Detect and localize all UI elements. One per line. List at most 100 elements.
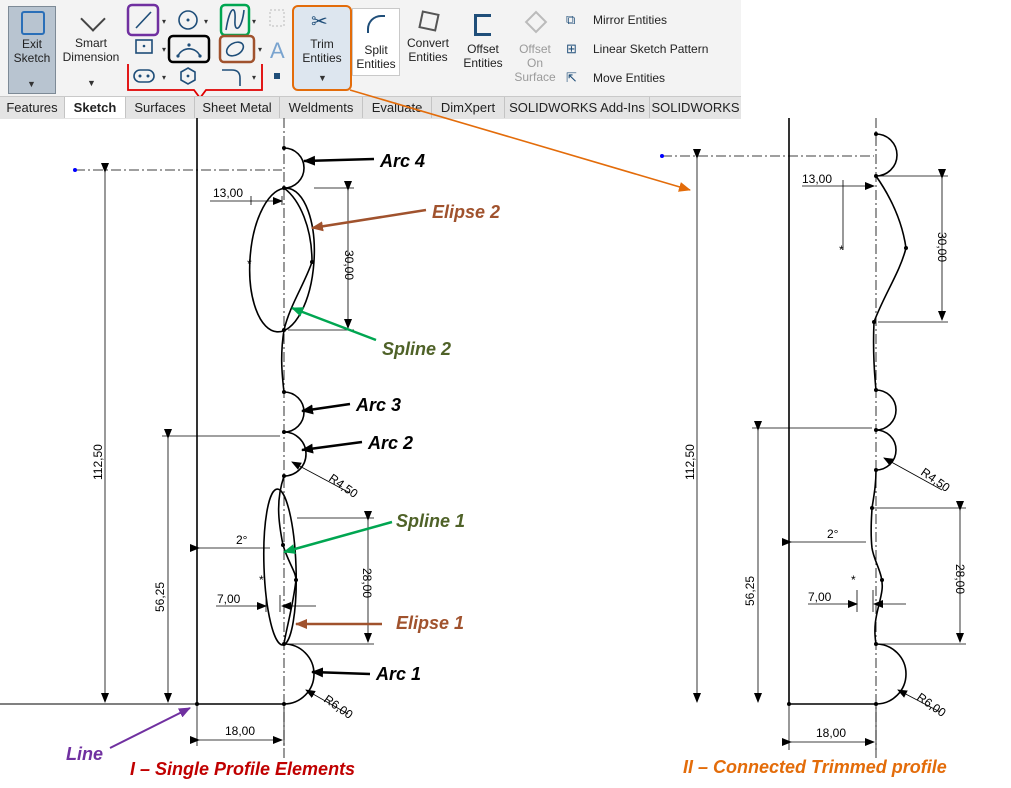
label-spline-2: Spline 2 <box>382 339 451 359</box>
label-arc-2: Arc 2 <box>367 433 413 453</box>
svg-text:▾: ▾ <box>162 17 166 26</box>
dim-r450-right: R4,50 <box>918 465 953 495</box>
dim-30-right: 30,00 <box>935 232 949 262</box>
origin-point-right <box>660 154 664 158</box>
mirror-entities-label: Mirror Entities <box>593 13 668 27</box>
dim-r6-right: R6,00 <box>914 690 949 720</box>
tab-evaluate[interactable]: Evaluate <box>363 97 432 118</box>
smart-dimension-label: Smart Dimension <box>62 36 120 64</box>
tab-features[interactable]: Features <box>0 97 65 118</box>
dim-angle-right: 2° <box>827 527 839 541</box>
linear-sketch-pattern-label: Linear Sketch Pattern <box>593 42 709 56</box>
exit-sketch-button[interactable]: Exit Sketch ▼ <box>8 6 56 94</box>
spline-2 <box>280 187 313 393</box>
split-entities-button[interactable]: Split Entities <box>352 8 400 76</box>
arc-3 <box>283 391 305 433</box>
dim-18-right: 18,00 <box>816 726 846 740</box>
exit-sketch-label: Exit Sketch <box>13 37 51 65</box>
offset-entities-label: Offset Entities <box>463 42 503 70</box>
dim-13-left: 13,00 <box>213 186 243 200</box>
svg-text:▾: ▾ <box>162 73 166 82</box>
cube-icon <box>418 10 440 32</box>
sketch-tools-grid: ▾ ▾ ▾ ▾ ▾ A <box>126 3 285 96</box>
dim-28-right: 28,00 <box>953 564 967 594</box>
svg-text:*: * <box>259 573 264 587</box>
dim-13-right: 13,00 <box>802 172 832 186</box>
label-arc-4: Arc 4 <box>379 151 425 171</box>
trimmed-profile <box>870 175 907 705</box>
label-spline-1: Spline 1 <box>396 511 465 531</box>
smart-dimension-icon <box>80 6 106 32</box>
rectangle-tool-button[interactable] <box>135 39 153 54</box>
origin-point <box>73 168 77 172</box>
chevron-down-icon: ▼ <box>27 79 36 89</box>
dim-28-left: 28,00 <box>360 568 374 598</box>
dim-r6-left: R6,00 <box>321 692 356 722</box>
dim-7-right: 7,00 <box>808 590 832 604</box>
pattern-icon: ⊞ <box>566 41 577 56</box>
offset-surface-icon <box>524 10 548 34</box>
convert-entities-button[interactable]: Convert Entities <box>402 8 454 74</box>
arc-2 <box>283 431 307 477</box>
caption-right: II – Connected Trimmed profile <box>683 757 947 777</box>
highlight-bracket <box>127 64 263 96</box>
convert-entities-label: Convert Entities <box>406 36 450 64</box>
scissors-icon: ✂ <box>311 11 328 33</box>
split-icon <box>367 15 385 33</box>
tab-weldments[interactable]: Weldments <box>280 97 363 118</box>
line-tool-button[interactable] <box>126 3 160 37</box>
dim-112-right: 112,50 <box>683 444 697 480</box>
trim-entities-label: Trim Entities <box>302 37 342 65</box>
spline-tool-button[interactable] <box>219 3 251 37</box>
trim-entities-button[interactable]: ✂ Trim Entities ▼ <box>292 5 352 91</box>
exit-sketch-icon <box>21 11 45 35</box>
tab-dimxpert[interactable]: DimXpert <box>432 97 505 118</box>
tab-solidworks-add-ins[interactable]: SOLIDWORKS Add-Ins <box>505 97 650 118</box>
label-arc-1: Arc 1 <box>375 664 421 684</box>
svg-text:▾: ▾ <box>258 45 262 54</box>
move-entities-label: Move Entities <box>593 71 666 85</box>
arc-tool-button[interactable] <box>167 34 211 64</box>
dim-7-left: 7,00 <box>217 592 241 606</box>
offset-on-surface-button[interactable]: Offset On Surface <box>510 8 560 90</box>
linear-sketch-pattern-button[interactable]: ⊞ Linear Sketch Pattern <box>566 41 726 59</box>
spline-1 <box>277 475 297 645</box>
left-labels: Arc 4 Elipse 2 Spline 2 Arc 3 Arc 2 Spli… <box>66 151 500 779</box>
arc-4-right <box>875 133 898 177</box>
offset-icon <box>474 14 491 36</box>
dim-112-left: 112,50 <box>91 444 105 480</box>
arc-4 <box>283 147 305 189</box>
smart-dimension-button[interactable]: Smart Dimension ▼ <box>62 6 120 92</box>
dim-angle-left: 2° <box>236 533 248 547</box>
point-icon[interactable] <box>274 73 280 79</box>
right-profile: * * 13,00 30,00 112,50 56,25 R4,50 2° 7,… <box>660 118 967 760</box>
tab-sheet-metal[interactable]: Sheet Metal <box>195 97 280 118</box>
label-ellipse-2: Elipse 2 <box>432 202 500 222</box>
ellipse-2 <box>248 187 316 333</box>
move-entities-button[interactable]: ⇱ Move Entities <box>566 70 726 88</box>
dim-56-right: 56,25 <box>743 576 757 606</box>
tab-surfaces[interactable]: Surfaces <box>126 97 195 118</box>
split-entities-label: Split Entities <box>356 43 396 71</box>
chevron-down-icon: ▼ <box>87 78 96 88</box>
dim-56-left: 56,25 <box>153 582 167 612</box>
svg-text:*: * <box>851 573 856 587</box>
offset-entities-button[interactable]: Offset Entities <box>458 8 508 74</box>
arc-1 <box>283 643 315 705</box>
command-ribbon: Exit Sketch ▼ Smart Dimension ▼ ▾ ▾ ▾ <box>0 0 741 119</box>
circle-tool-button[interactable] <box>178 10 198 30</box>
label-line: Line <box>66 744 103 764</box>
caption-left: I – Single Profile Elements <box>130 759 355 779</box>
tab-solidworks[interactable]: SOLIDWORKS <box>651 100 740 115</box>
left-profile: * * 13,00 30,00 112,50 56,25 R4,50 2° 7,… <box>0 118 374 760</box>
fillet-tool-button[interactable] <box>222 69 241 86</box>
ellipse-tool-button[interactable] <box>218 34 256 64</box>
mirror-entities-button[interactable]: ⧉ Mirror Entities <box>566 12 726 30</box>
tab-sketch[interactable]: Sketch <box>65 97 126 118</box>
polygon-tool-button[interactable] <box>180 67 196 85</box>
chevron-down-icon: ▼ <box>318 73 327 83</box>
dim-18-left: 18,00 <box>225 724 255 738</box>
dim-r450-left: R4,50 <box>326 471 361 501</box>
slot-tool-button[interactable] <box>133 69 155 83</box>
text-icon[interactable]: A <box>270 38 285 63</box>
